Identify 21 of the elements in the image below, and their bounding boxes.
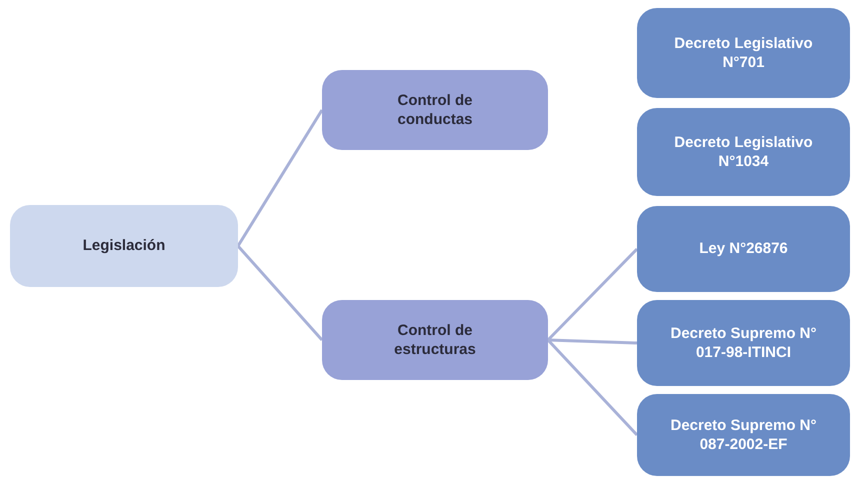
rounded-box [637, 108, 850, 196]
node-label: Legislación [82, 236, 166, 256]
rounded-box [322, 300, 548, 380]
node-label: Decreto Legislativo N°701 [673, 34, 814, 72]
node-label: Decreto Supremo N° 017-98-ITINCI [669, 324, 818, 362]
connector-line [546, 338, 638, 436]
rounded-box [10, 205, 238, 287]
connector-line [548, 338, 638, 344]
rounded-box [637, 300, 850, 386]
node-label: Ley N°26876 [699, 239, 788, 259]
node-label: Decreto Legislativo N°1034 [673, 132, 814, 172]
node-label: Decreto Supremo N° 087-2002-EF [669, 416, 818, 454]
rounded-box [637, 206, 850, 292]
rounded-box [637, 394, 850, 476]
connector-line [236, 109, 324, 247]
connector-line [236, 245, 324, 341]
rounded-box [637, 8, 850, 98]
rounded-box [322, 70, 548, 150]
connector-line [546, 248, 638, 342]
node-label: Control de estructuras [393, 320, 477, 360]
node-label: Control de conductas [396, 90, 474, 130]
